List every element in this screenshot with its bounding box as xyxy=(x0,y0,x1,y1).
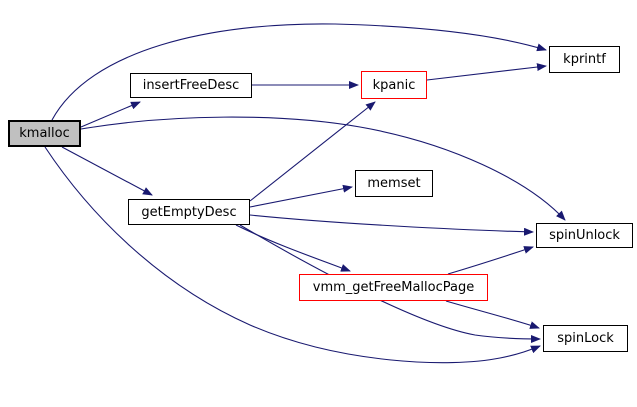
node-label-memset: memset xyxy=(367,176,421,191)
node-kpanic[interactable]: kpanic xyxy=(361,71,427,99)
edge-kmalloc-to-spinLock xyxy=(44,146,541,364)
edge-kmalloc-to-getEmptyDesc xyxy=(61,146,153,196)
node-vmm_getFreeMallocPage[interactable]: vmm_getFreeMallocPage xyxy=(299,274,488,301)
node-label-getEmptyDesc: getEmptyDesc xyxy=(141,204,237,220)
node-label-vmm_getFreeMallocPage: vmm_getFreeMallocPage xyxy=(312,280,475,295)
node-insertFreeDesc[interactable]: insertFreeDesc xyxy=(130,73,252,98)
edge-kmalloc-to-kprintf xyxy=(51,23,547,121)
node-spinLock[interactable]: spinLock xyxy=(543,325,628,352)
node-kmalloc[interactable]: kmalloc xyxy=(8,120,81,147)
node-memset[interactable]: memset xyxy=(355,170,433,197)
node-label-insertFreeDesc: insertFreeDesc xyxy=(142,78,240,93)
node-spinUnlock[interactable]: spinUnlock xyxy=(536,223,633,248)
edge-kmalloc-to-spinUnlock xyxy=(80,116,566,221)
node-label-kpanic: kpanic xyxy=(372,77,416,93)
node-label-kmalloc: kmalloc xyxy=(19,126,70,141)
node-label-spinUnlock: spinUnlock xyxy=(549,228,620,243)
edge-getEmptyDesc-to-spinLock xyxy=(239,224,541,343)
edge-kmalloc-to-insertFreeDesc xyxy=(80,101,141,128)
edge-kpanic-to-kprintf xyxy=(426,63,547,81)
node-getEmptyDesc[interactable]: getEmptyDesc xyxy=(128,199,250,225)
edge-vmm_getFreeMallocPage-to-spinLock xyxy=(445,300,540,329)
edge-getEmptyDesc-to-spinUnlock xyxy=(249,214,534,236)
edge-getEmptyDesc-to-memset xyxy=(249,184,353,208)
node-kprintf[interactable]: kprintf xyxy=(549,46,620,73)
edge-vmm_getFreeMallocPage-to-spinUnlock xyxy=(447,246,534,275)
edge-getEmptyDesc-to-vmm_getFreeMallocPage xyxy=(235,224,351,272)
edge-getEmptyDesc-to-kpanic xyxy=(249,101,376,202)
node-label-kprintf: kprintf xyxy=(563,52,606,67)
node-label-spinLock: spinLock xyxy=(557,331,614,346)
